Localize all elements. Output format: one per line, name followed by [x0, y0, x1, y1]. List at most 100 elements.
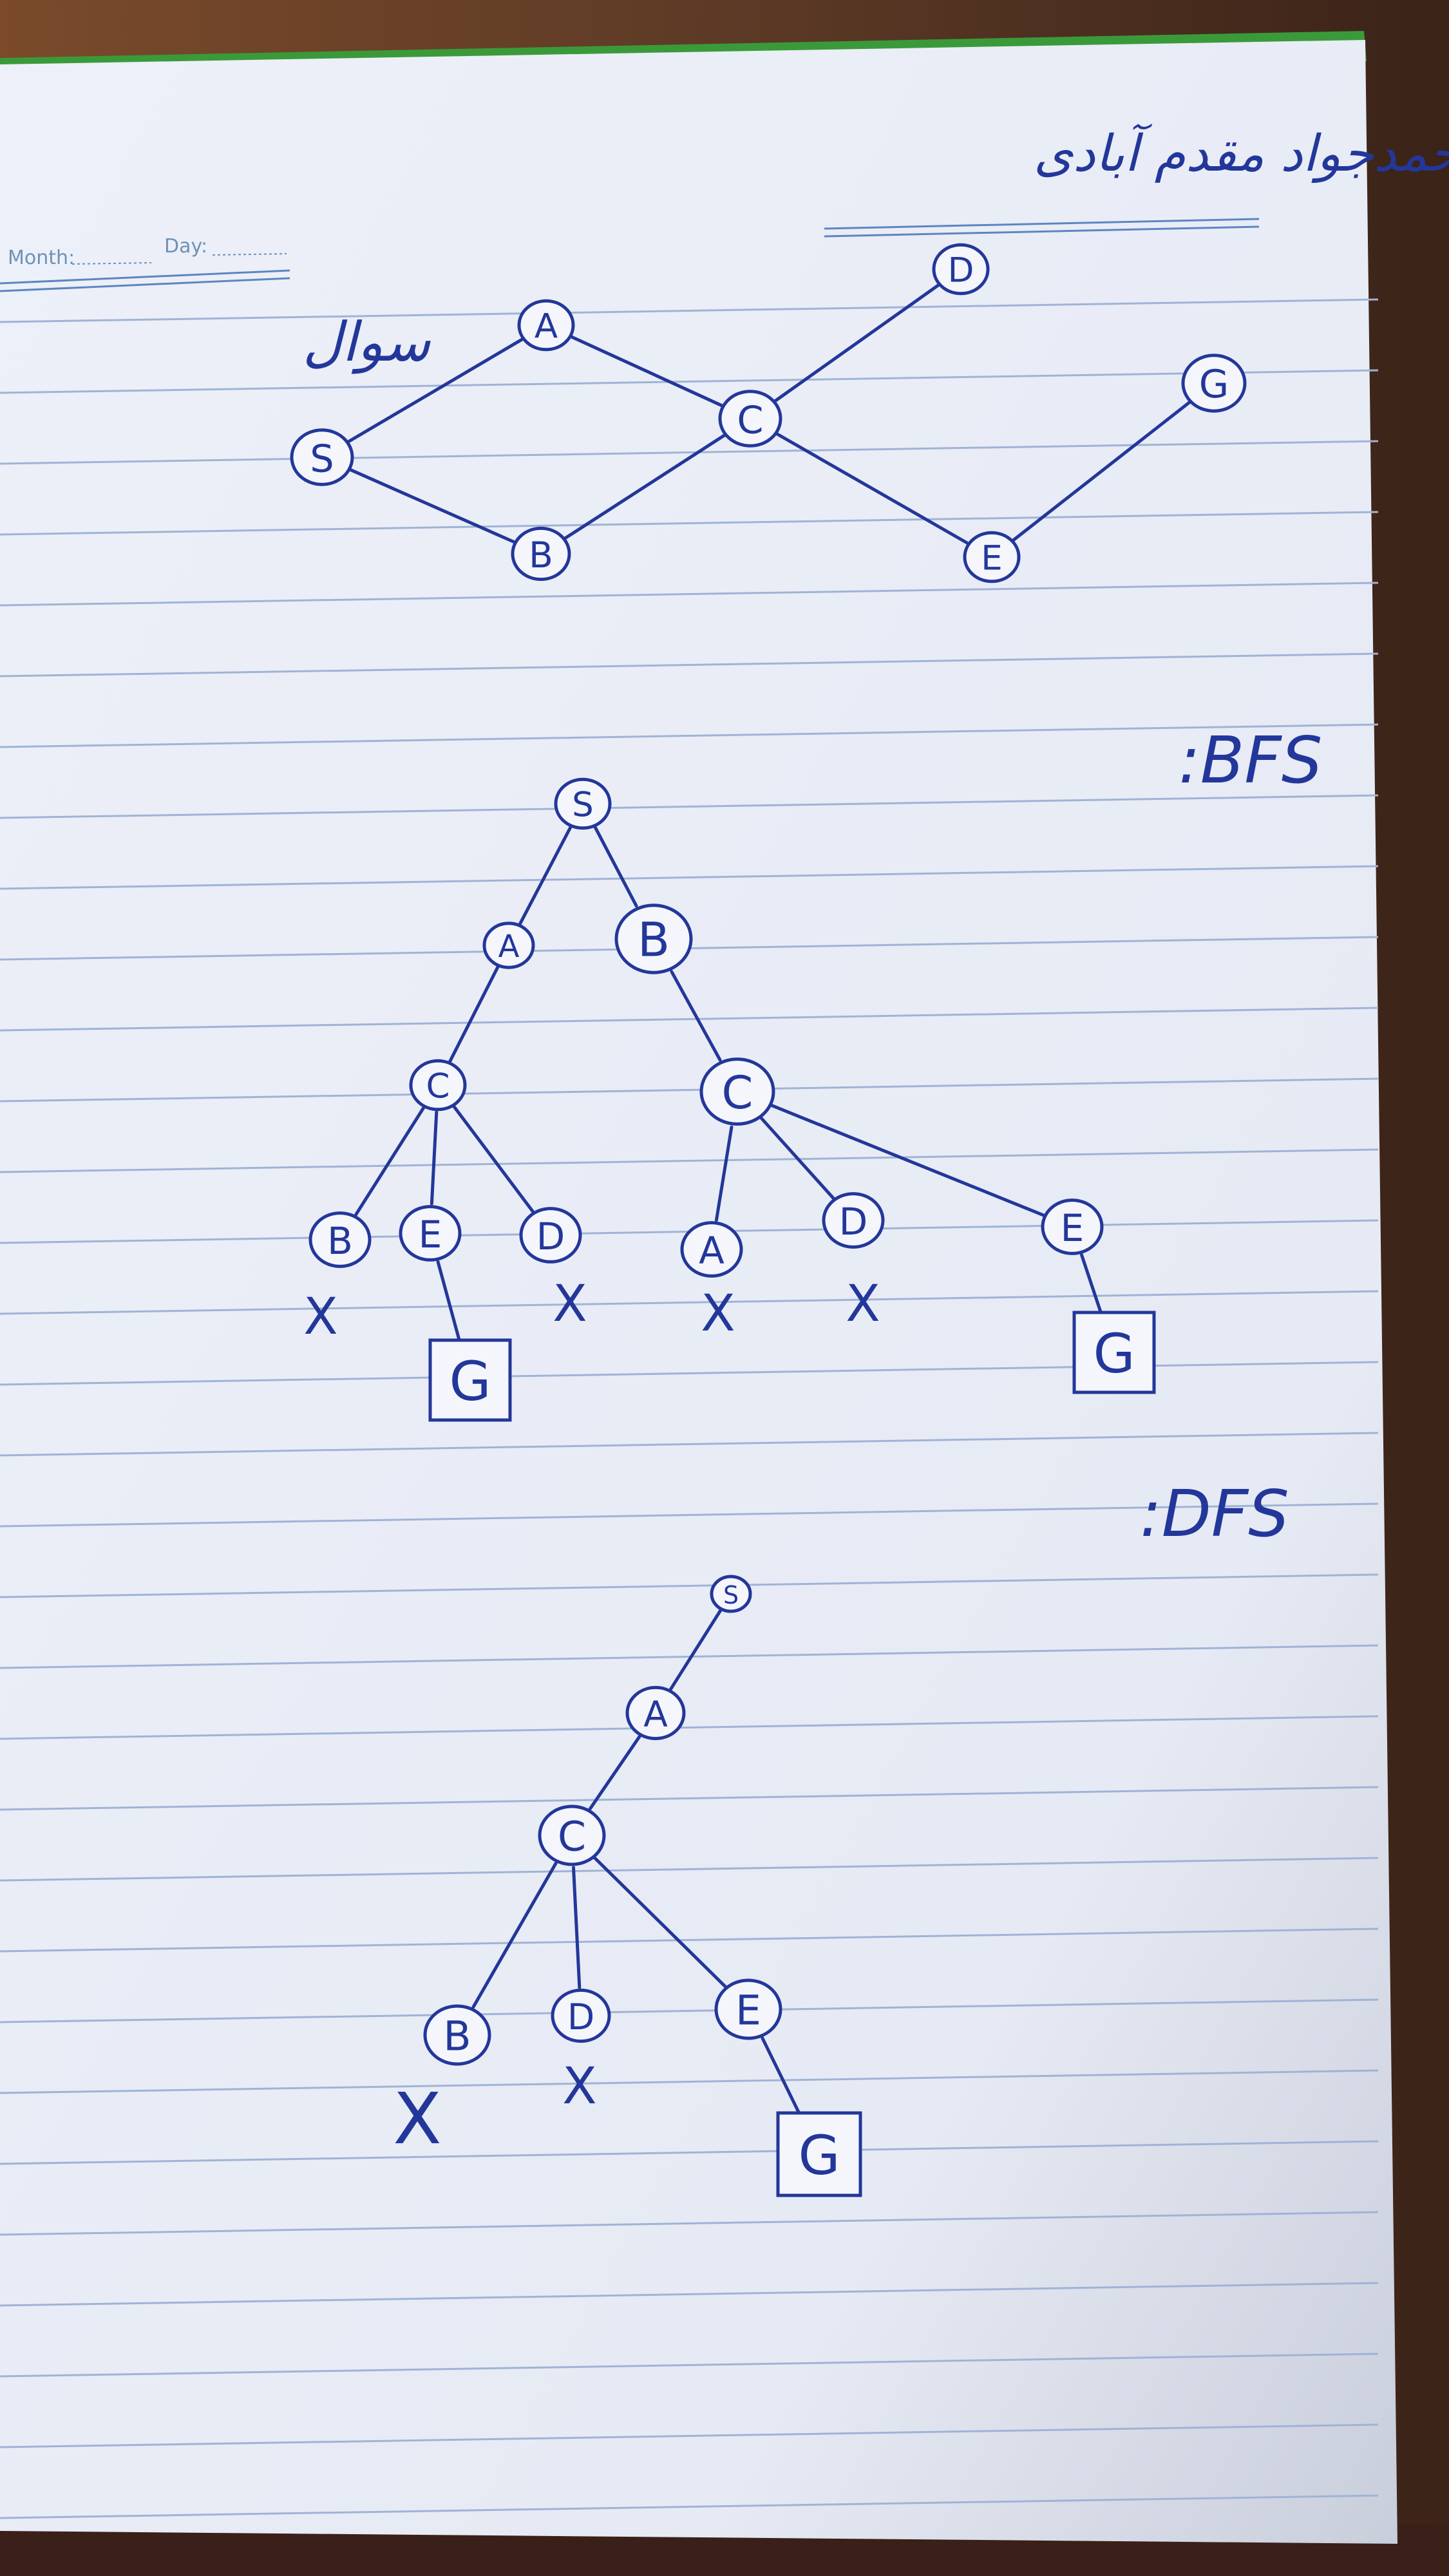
edge-e-g: [761, 2036, 807, 2127]
question-label: سوال: [303, 310, 431, 374]
node-circle: [714, 1978, 782, 2040]
ruled-line: [0, 1148, 1379, 1173]
notebook-page: [0, 40, 1397, 2544]
ruled-line: [0, 511, 1379, 536]
edge-c-d: [571, 1866, 582, 1989]
node-circle: [718, 390, 782, 448]
node-b2: B: [308, 1211, 372, 1268]
node-circle: [625, 1685, 686, 1741]
edge-c2-e2: [769, 1103, 1046, 1218]
node-e1: E: [399, 1205, 462, 1262]
day-label: Day:: [164, 235, 207, 258]
node-c1: C: [409, 1059, 467, 1112]
node-e2: E: [1041, 1198, 1104, 1255]
node-d2: D: [822, 1192, 885, 1249]
node-label: G: [449, 1350, 491, 1413]
ruled-line: [0, 369, 1379, 394]
node-e: E: [714, 1978, 782, 2040]
node-circle: [308, 1211, 372, 1268]
ruled-line: [0, 440, 1379, 465]
edge-A-C: [569, 334, 724, 408]
ruled-line: [0, 1715, 1379, 1740]
node-g: G: [776, 2111, 862, 2197]
edge-C-D: [773, 283, 941, 403]
node-G: G: [1181, 354, 1247, 413]
header-fields: Month: Day:: [0, 218, 1260, 292]
ruled-line: [0, 2069, 1379, 2094]
node-label: D: [567, 1996, 594, 2038]
edge-C-E: [775, 431, 971, 545]
node-circle: [511, 526, 571, 582]
edge-s-a: [518, 826, 573, 925]
node-circle: [1041, 1198, 1104, 1255]
node-label: D: [839, 1200, 868, 1244]
pruned-mark-d: X: [562, 2058, 596, 2116]
ruled-line: [0, 2211, 1379, 2236]
node-circle: [822, 1192, 885, 1249]
edge-s-a: [669, 1608, 723, 1691]
node-a: A: [482, 922, 535, 969]
node-s: S: [710, 1575, 752, 1613]
node-b: B: [423, 2004, 491, 2066]
node-label: B: [327, 1219, 353, 1263]
ruled-line: [0, 2353, 1379, 2378]
node-label: G: [798, 2124, 840, 2187]
node-circle: [932, 243, 990, 296]
node-B: B: [511, 526, 571, 582]
goal-box: [776, 2111, 862, 2197]
node-circle: [710, 1575, 752, 1613]
name-rule-1: [824, 218, 1260, 230]
node-label: B: [443, 2013, 471, 2060]
node-circle: [699, 1057, 775, 1126]
ruled-line: [0, 1077, 1379, 1103]
node-circle: [399, 1205, 462, 1262]
node-label: C: [426, 1067, 450, 1106]
bfs-title: :BFS: [1179, 723, 1322, 798]
edge-b-c2: [670, 970, 722, 1062]
ruled-line: [0, 794, 1379, 819]
dfs-title: :DFS: [1140, 1476, 1289, 1551]
ruled-line: [0, 1290, 1379, 1315]
node-circle: [517, 299, 575, 352]
node-S: S: [290, 428, 354, 486]
pruned-mark-d2: X: [846, 1275, 880, 1333]
node-circle: [963, 531, 1021, 583]
node-label: A: [699, 1229, 724, 1273]
edge-e1-g1: [436, 1260, 464, 1354]
edge-a-c1: [448, 965, 500, 1063]
author-name: محمدجواد مقدم آبادی: [1034, 123, 1449, 184]
node-circle: [680, 1221, 743, 1278]
ruled-line: [0, 1644, 1379, 1669]
ruled-line: [0, 1786, 1379, 1811]
goal-box: [428, 1338, 512, 1422]
ruled-line: [0, 1998, 1379, 2023]
edge-B-C: [563, 433, 727, 540]
node-label: A: [498, 929, 520, 965]
pruned-mark-d1: X: [553, 1275, 587, 1333]
ruled-line: [0, 865, 1379, 890]
header-rule-1: [0, 269, 290, 285]
ruled-line: [0, 1502, 1379, 1528]
node-a2: A: [680, 1221, 743, 1278]
edge-c2-a2: [714, 1125, 734, 1222]
pruned-mark-b2: X: [303, 1288, 337, 1346]
ruled-line: [0, 723, 1379, 748]
node-circle: [1181, 354, 1247, 413]
node-label: A: [643, 1694, 668, 1735]
edge-c1-d1: [452, 1105, 535, 1213]
day-blank: [212, 253, 287, 256]
ruled-line: [0, 1007, 1379, 1032]
node-d1: D: [519, 1207, 582, 1264]
ruled-line: [0, 1573, 1379, 1598]
header-rule-2: [0, 277, 290, 292]
node-label: E: [1061, 1206, 1084, 1250]
node-label: E: [981, 539, 1003, 578]
node-label: C: [558, 1814, 586, 1861]
edge-E-G: [1011, 401, 1191, 542]
node-d: D: [551, 1988, 611, 2043]
node-label: C: [722, 1066, 753, 1119]
ruled-line: [0, 2282, 1379, 2307]
